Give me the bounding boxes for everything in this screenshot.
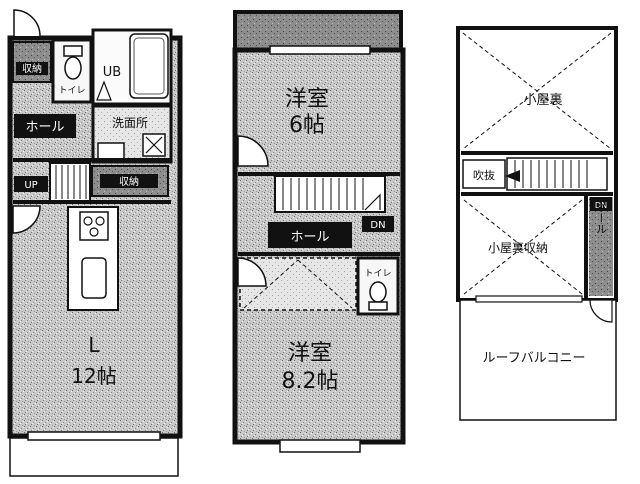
stair-treads-1f	[55, 165, 87, 199]
washing-machine-cross-b	[145, 136, 163, 154]
stair-treads-2f	[282, 178, 364, 210]
hall-2f-label-box	[268, 222, 352, 248]
toilet-2f-tank-icon	[368, 301, 388, 311]
ldk-size: 12帖	[71, 364, 116, 388]
room2-closet-diagonal-a	[243, 259, 299, 309]
interior-wall-1f-b	[13, 200, 171, 204]
room1-door	[237, 135, 269, 167]
room2-size: 8.2帖	[282, 369, 339, 394]
toilet-label: トイレ	[58, 86, 85, 96]
bathtub-inner	[133, 37, 165, 95]
room1-size: 6帖	[289, 113, 325, 138]
wash-basin-icon	[97, 142, 125, 160]
ldk-door	[12, 205, 41, 234]
dn-3f-label-box	[590, 197, 612, 211]
storage-label: 収納	[22, 62, 42, 75]
burner-b	[95, 216, 105, 226]
room1-label: 洋室	[285, 87, 329, 112]
interior-wall-3f-b	[461, 192, 613, 196]
hall-label-box	[14, 114, 76, 138]
roof-balcony	[459, 299, 617, 421]
dn-2f-label-box	[362, 216, 394, 232]
interior-wall-1f	[13, 158, 171, 162]
stair-treads-3f	[514, 160, 588, 188]
staircase-2f	[274, 175, 386, 213]
storage-label-box	[16, 62, 48, 75]
staircase-3f	[506, 157, 608, 191]
floor-1: 収納 トイレ UB ホール 洗面所 UP	[7, 9, 183, 477]
void-label: 吹抜	[473, 168, 495, 182]
interior-wall-2f	[238, 172, 400, 176]
washroom-label: 洗面所	[112, 116, 148, 130]
stair-arrow-2f	[364, 193, 381, 211]
room2-closet-diagonal-b	[297, 259, 353, 309]
hall-3f	[589, 197, 613, 296]
ldk-letter: L	[88, 333, 100, 357]
burner-a	[83, 216, 93, 226]
bathtub-icon	[129, 33, 169, 99]
hall-3f-label: ホール	[595, 201, 608, 234]
stair-arrow-3f	[505, 170, 520, 182]
sink-icon	[81, 257, 107, 299]
stove-icon	[79, 211, 109, 241]
storage2-label-box	[100, 174, 158, 188]
hall-2f-label: ホール	[290, 230, 329, 245]
bath-door-mark	[96, 80, 112, 101]
unit-bath-label: UB	[103, 65, 121, 80]
interior-wall-2f-b	[238, 252, 400, 256]
loft-diagonal-b	[462, 32, 612, 150]
entrance-door	[13, 9, 41, 37]
floor-2: 洋室 6帖 ホール DN トイレ	[232, 10, 406, 453]
interior-wall-3f-c	[584, 196, 588, 298]
toilet-bowl-icon	[64, 56, 82, 80]
floor-2-bottom-window	[279, 439, 361, 453]
toilet-2f-label: トイレ	[364, 269, 391, 279]
loft-storage-label: 小屋裏収納	[488, 240, 548, 255]
floor-1-deck	[9, 437, 179, 477]
room2-door	[237, 257, 267, 287]
burner-c	[89, 227, 99, 237]
dn-3f-label: DN	[595, 201, 607, 210]
floor-1-window	[27, 431, 161, 441]
roof-balcony-door	[589, 299, 613, 323]
toilet-tank-icon	[63, 45, 83, 57]
loft-label: 小屋裏	[523, 93, 562, 108]
room2-label: 洋室	[288, 341, 332, 366]
floor-2-top-window	[269, 45, 371, 55]
roof-balcony-label: ルーフバルコニー	[483, 351, 586, 366]
toilet-2f-bowl-icon	[369, 281, 387, 303]
floor-3: 小屋裏 吹抜 小屋裏収納 DN ホール ルーフバルコニー	[456, 26, 618, 421]
floor-2-balcony	[233, 10, 403, 52]
dn-2f-label: DN	[370, 220, 385, 231]
roof-balcony-window	[475, 295, 583, 303]
storage2-label: 収納	[119, 175, 139, 188]
up-label-box	[14, 176, 48, 192]
up-label: UP	[24, 180, 37, 191]
hall-1f-label: ホール	[25, 120, 64, 135]
void-area	[462, 159, 506, 189]
interior-wall-3f	[461, 151, 613, 155]
